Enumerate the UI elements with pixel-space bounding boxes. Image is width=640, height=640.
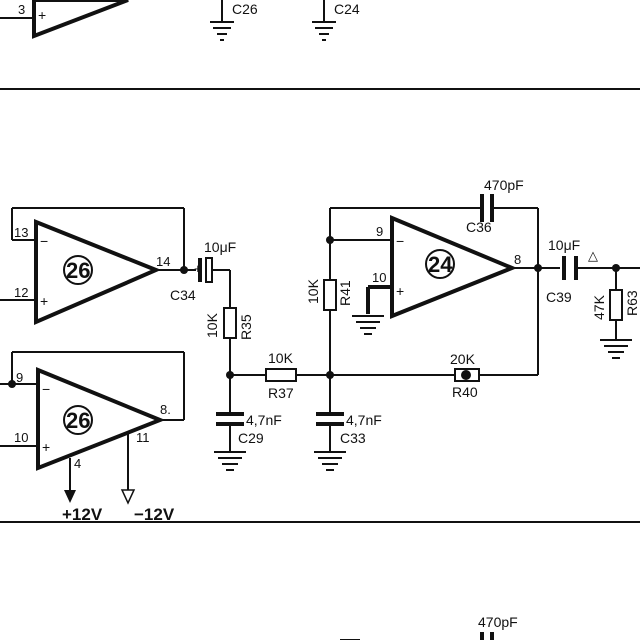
r63-value: 47K bbox=[591, 294, 607, 320]
vneg-arrow-icon bbox=[120, 489, 136, 505]
node-b-in bbox=[8, 380, 16, 388]
r41-name: R41 bbox=[337, 280, 353, 306]
opamp-a-plus: + bbox=[40, 293, 48, 309]
c29-name: C29 bbox=[238, 430, 264, 446]
c24-label: C24 bbox=[334, 1, 360, 17]
opamp-b-pin4: 4 bbox=[74, 456, 81, 471]
opamp-c-plus: + bbox=[396, 283, 404, 299]
power-vpos-label: +12V bbox=[62, 505, 103, 524]
r35-name: R35 bbox=[238, 314, 254, 340]
capacitor-c34: 10μF C34 + bbox=[170, 239, 236, 308]
opamp-c: 9 10 − + 24 8 bbox=[330, 215, 560, 335]
node-a-out bbox=[180, 266, 188, 274]
c39-mark: △ bbox=[588, 248, 598, 263]
r63-name: R63 bbox=[624, 290, 640, 316]
r35-value: 10K bbox=[204, 312, 220, 338]
capacitor-c29: 4,7nF C29 bbox=[214, 375, 282, 471]
opamp-b-pin9: 9 bbox=[16, 370, 23, 385]
opamp-a-minus: − bbox=[40, 233, 48, 249]
r37-name: R37 bbox=[268, 385, 294, 401]
opamp-c-minus: − bbox=[396, 233, 404, 249]
c34-name: C34 bbox=[170, 287, 196, 303]
opamp-c-pin9: 9 bbox=[376, 224, 383, 239]
c34-value: 10μF bbox=[204, 239, 236, 255]
capacitor-c33: 4,7nF C33 bbox=[314, 375, 382, 471]
opamp-c-pin10: 10 bbox=[372, 270, 386, 285]
opamp-c-pin8: 8 bbox=[514, 252, 521, 267]
opamp-a-pin13: 13 bbox=[14, 225, 28, 240]
r37-value: 10K bbox=[268, 350, 294, 366]
bottom-section: 470pF bbox=[340, 614, 518, 640]
feedback-c36: 470pF C36 bbox=[329, 177, 539, 268]
opamp-b-pin8: 8. bbox=[160, 402, 171, 417]
opamp-a-body bbox=[34, 219, 162, 326]
bottom-cap-value: 470pF bbox=[478, 614, 518, 630]
r40-value: 20K bbox=[450, 351, 476, 367]
c39-name: C39 bbox=[546, 289, 572, 305]
top-pin-3: 3 bbox=[18, 2, 25, 17]
ground-c24 bbox=[312, 0, 336, 41]
opamp-b-number-circle bbox=[63, 405, 93, 435]
c29-value: 4,7nF bbox=[246, 412, 282, 428]
opamp-a-number-circle bbox=[63, 255, 93, 285]
opamp-b-body bbox=[36, 367, 166, 471]
opamp-a: 13 12 − + 26 14 bbox=[0, 207, 196, 326]
opamp-b-plus: + bbox=[42, 439, 50, 455]
opamp-a-pin12: 12 bbox=[14, 285, 28, 300]
resistor-r37: 10K R37 bbox=[230, 350, 330, 401]
top-section: 3 + C26 C24 bbox=[0, 0, 360, 41]
opamp-b-pin10: 10 bbox=[14, 430, 28, 445]
power-vneg-label: −12V bbox=[134, 505, 175, 524]
vpos-arrow-icon bbox=[64, 490, 76, 503]
r40-name: R40 bbox=[452, 384, 478, 400]
resistor-r35: 10K R35 bbox=[204, 307, 254, 375]
opamp-b: 9 10 − + 26 8. 4 11 +12V −12V bbox=[0, 351, 185, 524]
opamp-a-number: 26 bbox=[66, 258, 90, 283]
capacitor-c39: 10μF C39 △ bbox=[546, 237, 640, 305]
c33-value: 4,7nF bbox=[346, 412, 382, 428]
top-plus-sign: + bbox=[38, 7, 46, 23]
opamp-b-number: 26 bbox=[66, 408, 90, 433]
c39-value: 10μF bbox=[548, 237, 580, 253]
c36-name: C36 bbox=[466, 219, 492, 235]
c34-plus: + bbox=[194, 261, 202, 276]
opamp-c-number: 24 bbox=[428, 252, 453, 277]
ground-c26 bbox=[210, 0, 234, 41]
resistor-r41: 10K R41 bbox=[305, 240, 353, 375]
resistor-r63: 47K R63 bbox=[591, 268, 640, 359]
opamp-a-pin14: 14 bbox=[156, 254, 170, 269]
opamp-b-minus: − bbox=[42, 381, 50, 397]
resistor-r40: 20K R40 bbox=[330, 268, 539, 400]
c26-label: C26 bbox=[232, 1, 258, 17]
c36-value: 470pF bbox=[484, 177, 524, 193]
r41-value: 10K bbox=[305, 278, 321, 304]
opamp-c-number-circle bbox=[425, 249, 455, 279]
top-opamp-partial bbox=[32, 0, 129, 39]
opamp-b-pin11: 11 bbox=[136, 430, 150, 445]
c33-name: C33 bbox=[340, 430, 366, 446]
r40-marker bbox=[461, 370, 471, 380]
